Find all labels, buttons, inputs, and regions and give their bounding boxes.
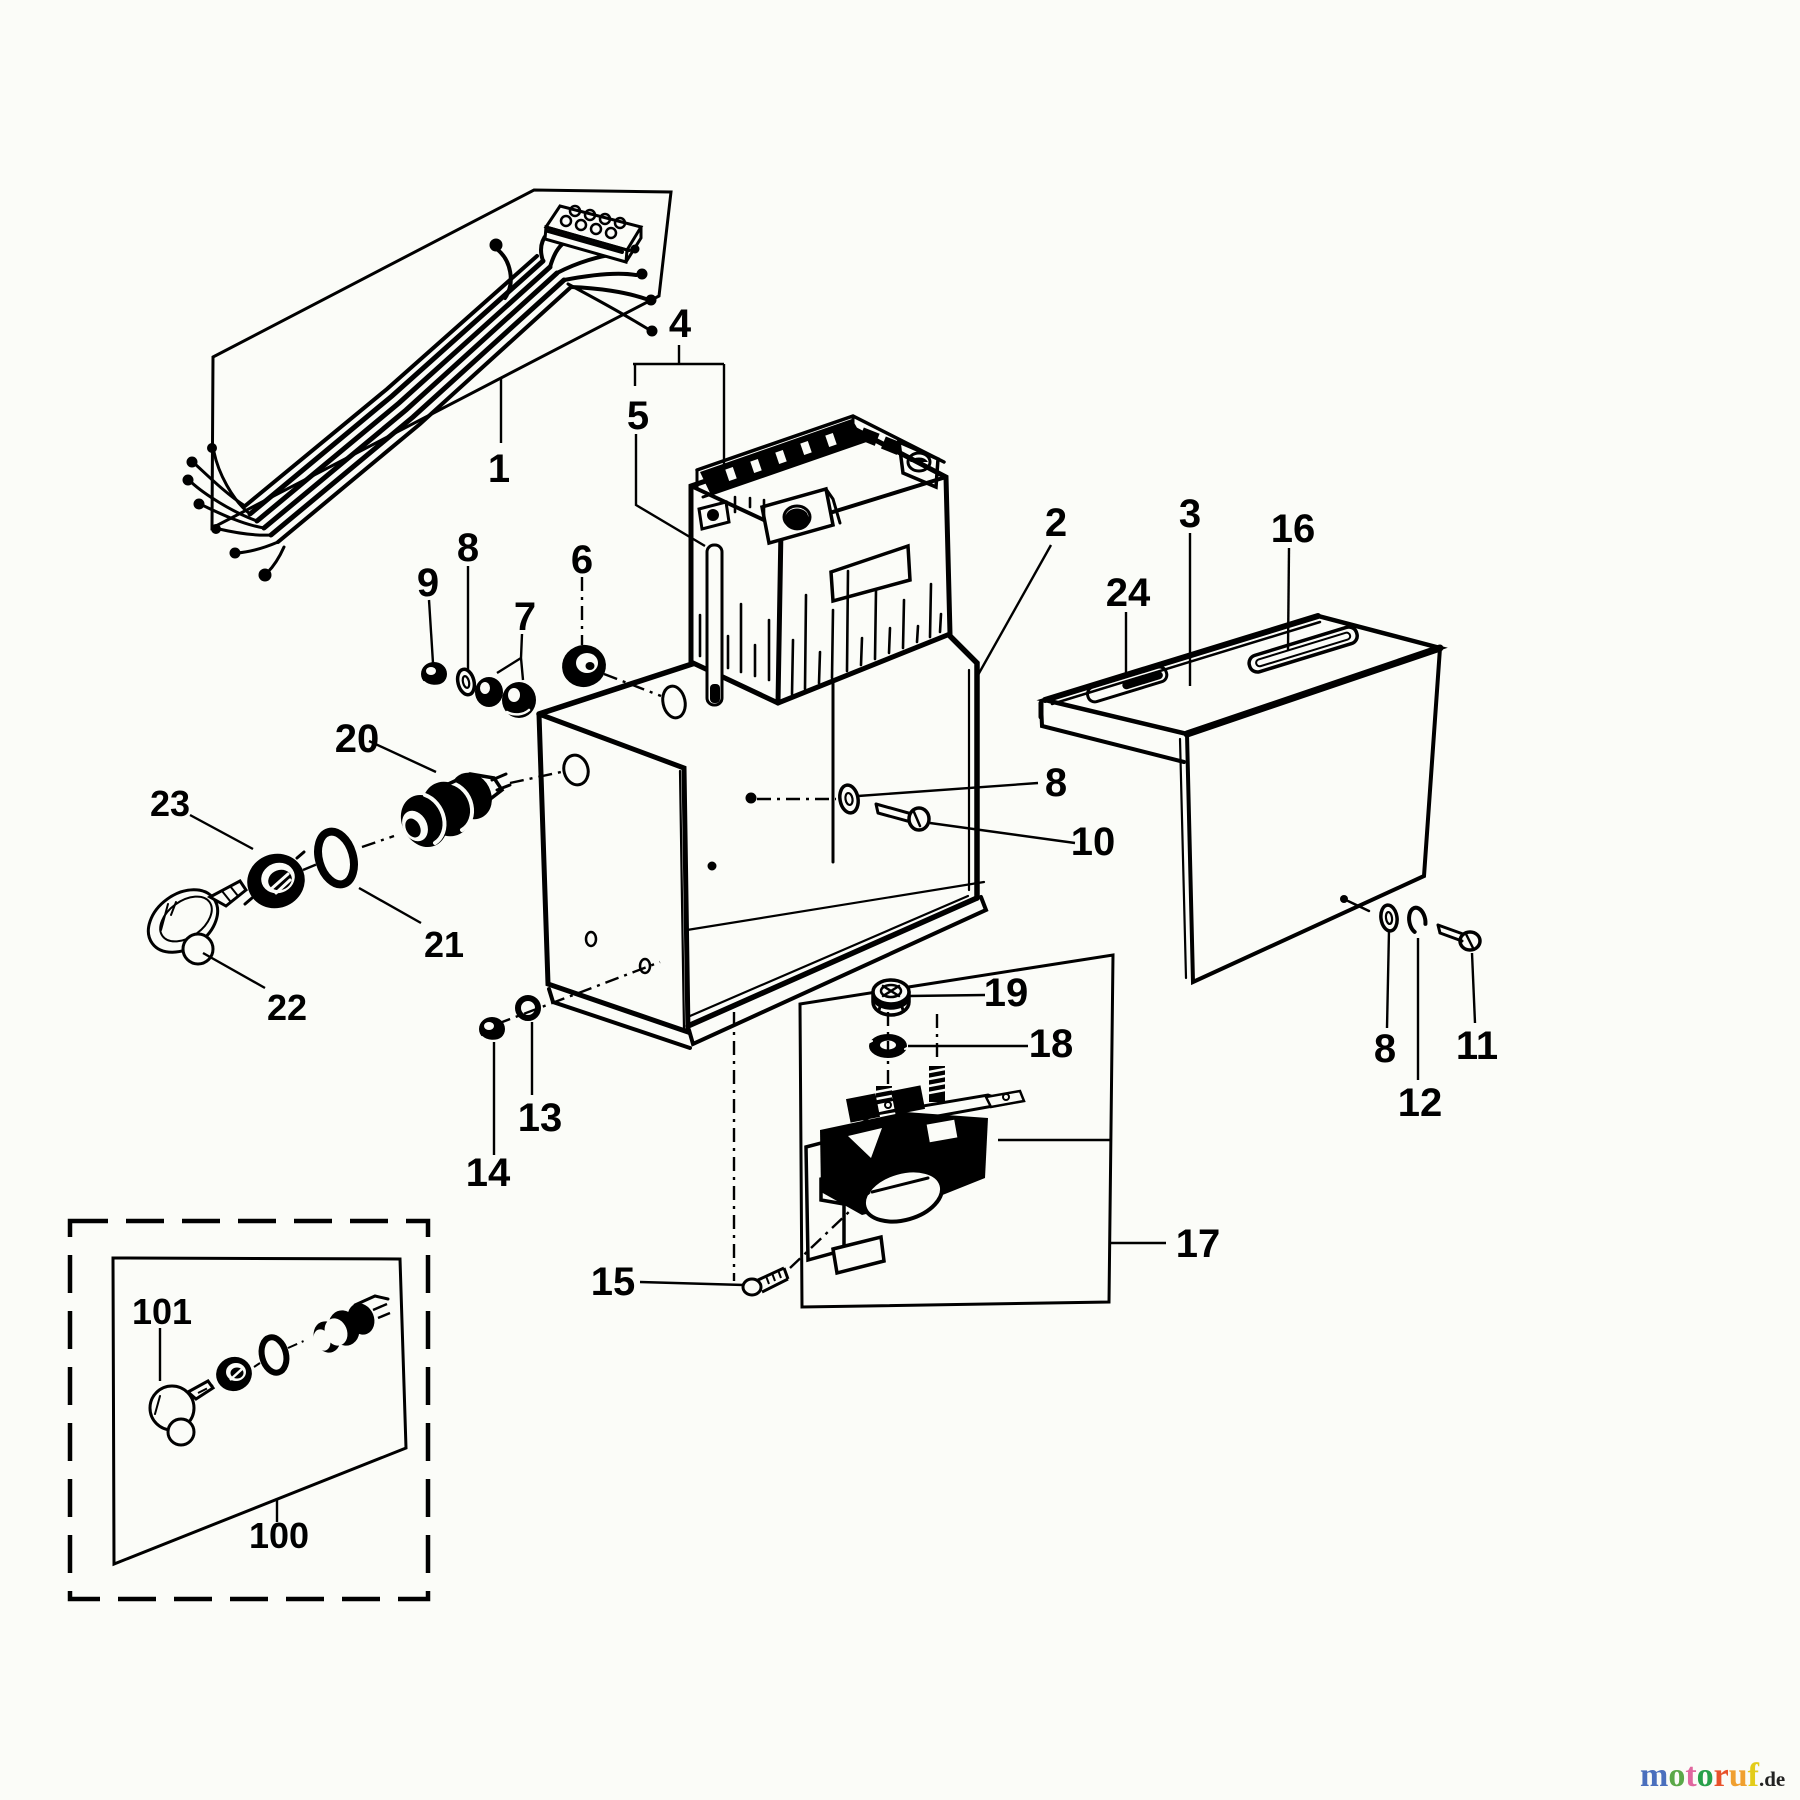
svg-text:11: 11 [1456,1024,1498,1068]
svg-text:4: 4 [669,302,692,346]
svg-text:8: 8 [1045,761,1067,805]
svg-text:12: 12 [1398,1081,1443,1125]
svg-text:15: 15 [591,1260,636,1304]
svg-text:23: 23 [150,783,190,824]
svg-text:24: 24 [1106,571,1151,615]
svg-text:2: 2 [1045,501,1067,545]
svg-text:22: 22 [267,987,307,1028]
svg-text:8: 8 [457,526,479,570]
svg-text:101: 101 [132,1291,192,1332]
svg-text:20: 20 [335,717,380,761]
svg-text:13: 13 [518,1096,563,1140]
svg-text:8: 8 [1374,1027,1396,1071]
svg-text:16: 16 [1271,507,1316,551]
svg-text:3: 3 [1179,492,1201,536]
svg-text:1: 1 [488,447,510,491]
svg-text:7: 7 [514,595,536,639]
svg-text:6: 6 [571,538,593,582]
svg-text:21: 21 [424,924,464,965]
svg-text:motoruf.de: motoruf.de [1640,1757,1785,1794]
svg-text:9: 9 [417,561,439,605]
svg-text:14: 14 [466,1151,511,1195]
svg-text:10: 10 [1071,820,1116,864]
svg-text:19: 19 [984,971,1029,1015]
svg-text:17: 17 [1176,1222,1221,1266]
svg-text:5: 5 [627,394,649,438]
svg-text:100: 100 [249,1515,309,1556]
svg-text:18: 18 [1029,1022,1074,1066]
